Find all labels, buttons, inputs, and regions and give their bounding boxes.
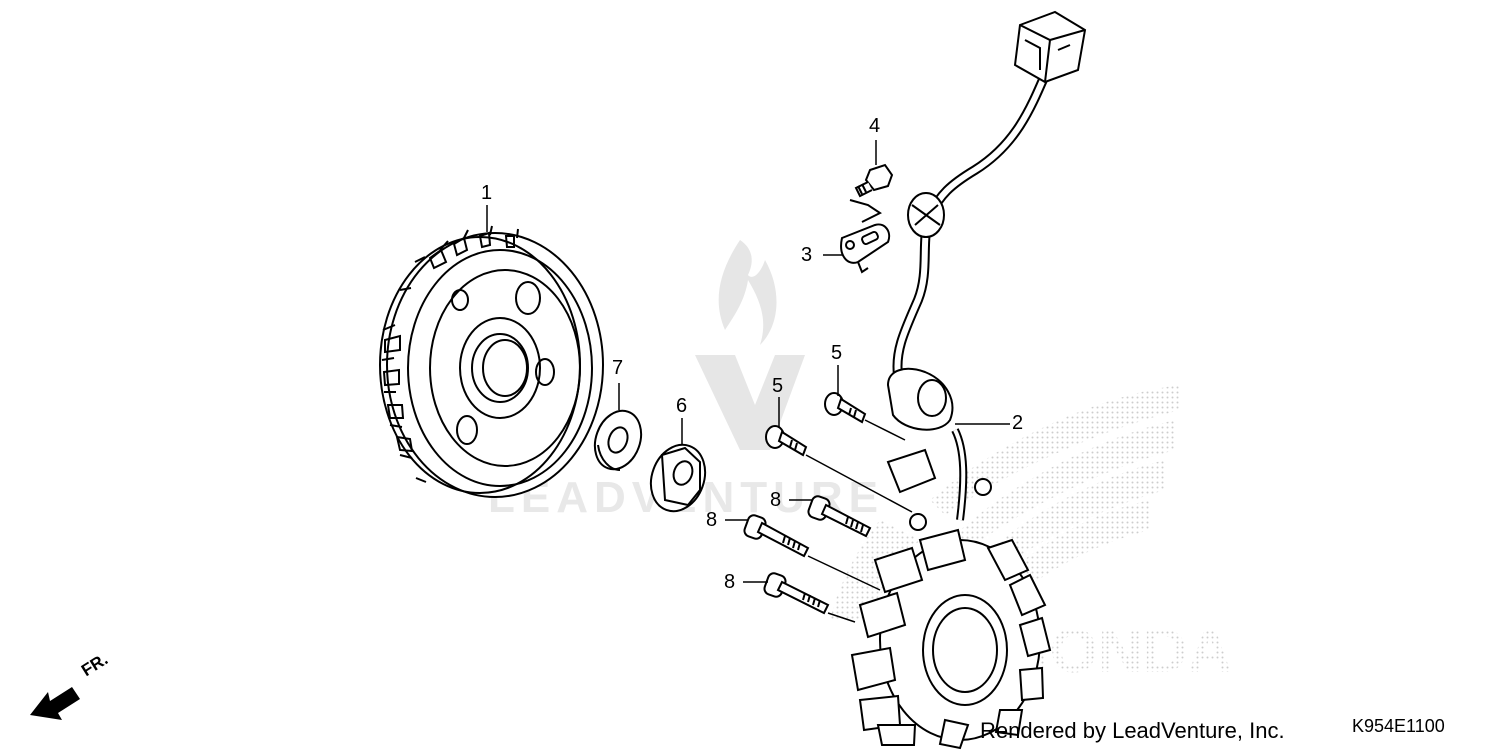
stator-assembly: [850, 10, 1087, 750]
leader-bolt5a-to-stator: [805, 454, 913, 513]
callout-2: 2: [1012, 412, 1024, 434]
callout-5-left: 5: [772, 375, 784, 397]
leader-bolt5b-to-stator: [864, 419, 906, 441]
cable-plate: [840, 199, 891, 274]
callout-3: 3: [801, 244, 813, 266]
diagram-code: K954E1100: [1352, 716, 1445, 736]
callout-4: 4: [869, 115, 881, 137]
bolt-4: [854, 163, 894, 198]
flange-nut: [649, 443, 707, 513]
callout-5-right: 5: [831, 342, 843, 364]
callout-6: 6: [676, 395, 688, 417]
flywheel-rotor: [379, 225, 604, 498]
leader-bolt8-to-stator-1: [807, 555, 881, 591]
render-credit: Rendered by LeadVenture, Inc.: [980, 718, 1285, 743]
callout-7: 7: [612, 357, 624, 379]
callout-8-top: 8: [770, 489, 782, 511]
front-arrow-icon: [30, 687, 80, 720]
bolt-5-left: [765, 425, 808, 457]
bolt-8-top: [807, 495, 872, 538]
washer: [593, 409, 643, 471]
bolt-5-right: [824, 392, 867, 424]
callout-8-bottom: 8: [724, 571, 736, 593]
leader-bolt8-to-stator-2: [827, 612, 856, 623]
bolt-8-bottom: [763, 572, 830, 615]
callout-8-middle: 8: [706, 509, 718, 531]
leader-lines: [486, 140, 1010, 623]
callout-1: 1: [481, 182, 493, 204]
bolt-8-middle: [743, 514, 810, 558]
